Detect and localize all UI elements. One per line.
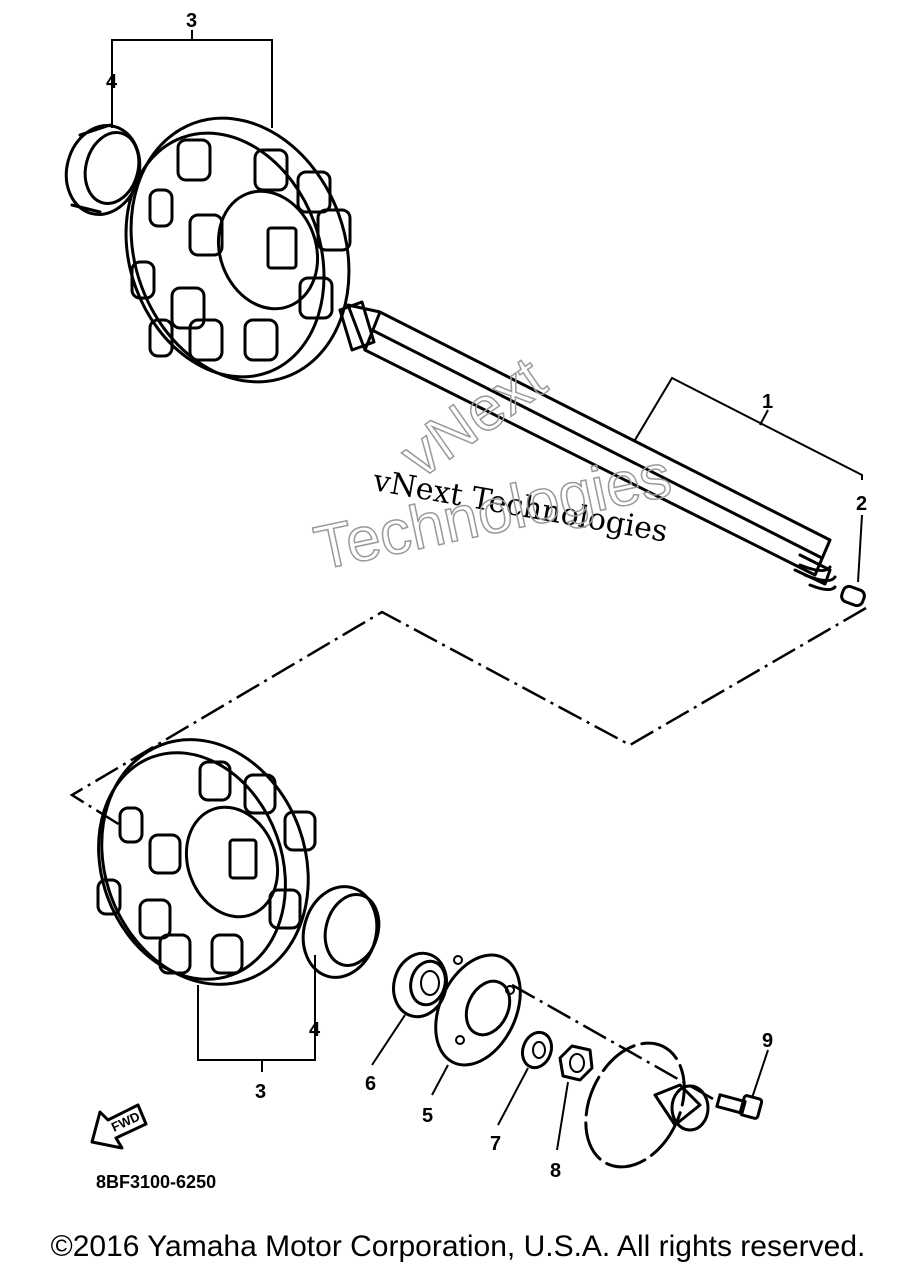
callout-8: 8 [550, 1160, 561, 1182]
washer [520, 1030, 554, 1070]
callout-bracket-bottom: 3 4 [197, 955, 321, 1103]
fwd-label: FWD [109, 1109, 142, 1135]
watermark-line3: Technologies [309, 441, 677, 584]
copyright-notice: ©2016 Yamaha Motor Corporation, U.S.A. A… [50, 1230, 866, 1263]
callout-2: 2 [856, 493, 867, 515]
callout-bracket-shaft: 1 2 [634, 376, 867, 583]
bearing [392, 951, 448, 1019]
callout-3-bottom: 3 [255, 1081, 266, 1103]
bottom-sprocket [96, 738, 317, 986]
callout-3-top: 3 [186, 10, 197, 32]
drive-shaft [338, 300, 837, 592]
callout-4-top: 4 [106, 71, 118, 93]
watermark: vNext Technologies vNext Technologies [308, 343, 678, 584]
callout-5: 5 [422, 1105, 433, 1127]
nut [558, 1044, 594, 1082]
top-bushing [64, 123, 142, 216]
assembly-guide-line [69, 606, 867, 827]
top-sprocket [124, 116, 352, 384]
callout-6: 6 [365, 1073, 376, 1095]
end-cover [584, 1041, 710, 1169]
bolt-guide-line [511, 983, 716, 1102]
callout-1: 1 [762, 391, 773, 413]
bolt [715, 1093, 764, 1120]
shaft-pin [840, 584, 866, 608]
exploded-parts-diagram: 3 4 1 2 vNext Technologies vNext Technol… [64, 10, 867, 1192]
fwd-arrow-icon: FWD [90, 1103, 148, 1150]
part-code: 8BF3100-6250 [96, 1172, 216, 1192]
callout-4-bottom: 4 [309, 1019, 321, 1041]
callout-9: 9 [762, 1030, 773, 1052]
bearing-housing [434, 953, 522, 1067]
callout-bracket-top: 3 4 [106, 10, 273, 128]
callout-7: 7 [490, 1133, 501, 1155]
bottom-bushing [301, 885, 381, 979]
